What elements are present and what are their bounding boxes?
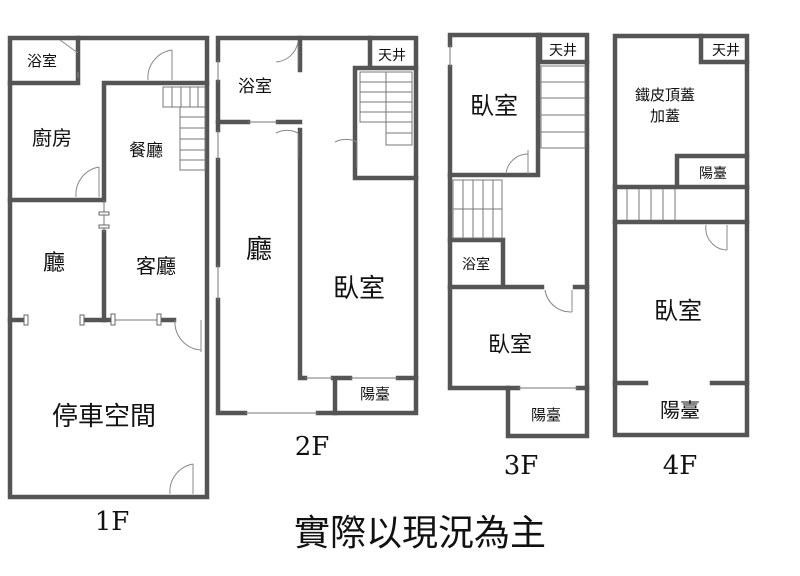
wall-dining (101, 80, 210, 323)
floor-label-3f: 3F (504, 451, 539, 481)
disclaimer-note: 實際以現況為主 (294, 513, 546, 554)
stairs-icon (359, 71, 413, 146)
room-label-addition-line2: 加蓋 (650, 107, 680, 125)
wall-balcony (330, 375, 419, 416)
room-label-balcony: 陽臺 (360, 385, 390, 403)
floor-label-4f: 4F (663, 451, 698, 481)
room-label-balcony: 陽臺 (660, 398, 700, 422)
room-label-hall: 廳 (43, 251, 65, 276)
wall-skylight (537, 32, 590, 65)
wall-outline (7, 35, 210, 500)
room-label-skylight: 天井 (712, 43, 740, 59)
room-label-bath: 浴室 (238, 77, 272, 97)
room-label-bedroom-top: 臥室 (470, 92, 518, 120)
room-label-hall: 廳 (246, 235, 272, 265)
wall-bedroom-top (447, 32, 541, 178)
wall-bedroom (297, 35, 308, 381)
wall-stair-band (612, 153, 750, 225)
room-label-living: 客廳 (136, 254, 176, 278)
room-label-kitchen: 廚房 (32, 126, 72, 150)
room-label-bedroom: 臥室 (654, 297, 702, 325)
room-label-balcony-small: 陽臺 (699, 166, 727, 182)
door-icon (505, 150, 573, 313)
wall-outline (215, 35, 419, 416)
stairs-icon (162, 86, 206, 171)
floor-4f: 天井 鐵皮頂蓋 加蓋 陽臺 臥室 陽臺 4F (612, 33, 750, 481)
wall-bath (447, 237, 590, 290)
wall-stair-box (352, 35, 419, 181)
door-icon (275, 41, 358, 168)
room-label-addition-line1: 鐵皮頂蓋 (635, 86, 695, 104)
window (23, 200, 162, 326)
room-label-dining: 餐廳 (129, 141, 163, 161)
floor-3f: 臥室 天井 浴室 臥室 陽臺 3F (447, 32, 590, 481)
room-label-bedroom-bottom: 臥室 (488, 333, 532, 358)
room-label-balcony: 陽臺 (531, 406, 561, 424)
door-icon (705, 224, 728, 251)
room-label-bedroom: 臥室 (333, 274, 385, 304)
floor-2f: 浴室 天井 廳 臥室 陽臺 2F (215, 35, 419, 462)
floor-label-2f: 2F (295, 432, 330, 462)
room-label-bath: 浴室 (27, 52, 57, 70)
wall-outline (447, 32, 590, 439)
room-label-bath: 浴室 (462, 256, 490, 273)
floor-1f: 浴室 廚房 餐廳 廳 客廳 停車空間 1F (7, 35, 210, 537)
stairs-icon (626, 189, 676, 220)
door-icon (59, 39, 202, 495)
wall-outline (612, 33, 750, 438)
room-label-skylight: 天井 (549, 43, 577, 59)
room-label-skylight: 天井 (378, 48, 406, 64)
wall-skylight (698, 33, 750, 65)
room-label-parking: 停車空間 (52, 402, 156, 432)
stairs-icon (452, 65, 586, 239)
floor-label-1f: 1F (95, 507, 130, 537)
